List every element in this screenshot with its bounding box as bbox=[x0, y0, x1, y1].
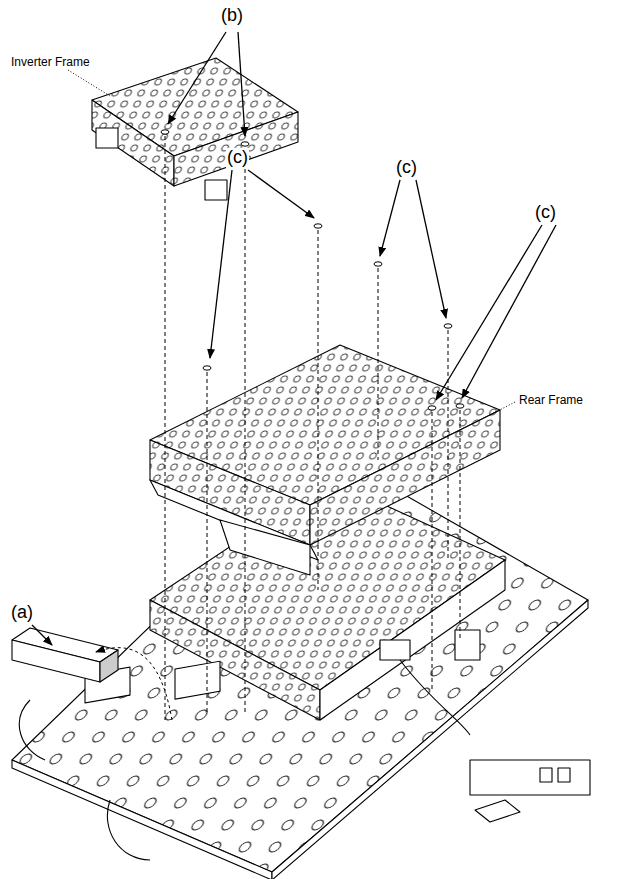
inverter-frame bbox=[92, 58, 298, 200]
part-name: Rear Frame bbox=[518, 394, 584, 407]
part-name: Inverter Frame bbox=[10, 56, 91, 69]
callout-letter: (c) bbox=[395, 158, 418, 178]
callout-letter: (c) bbox=[534, 203, 557, 223]
removal-path bbox=[96, 648, 172, 720]
callout-letter: (a) bbox=[10, 603, 34, 623]
callout-letter: (b) bbox=[220, 6, 244, 26]
callout-letter: (c) bbox=[226, 148, 249, 168]
screws bbox=[161, 130, 464, 720]
insulator-block bbox=[12, 628, 118, 682]
leader-arrows bbox=[32, 32, 556, 645]
